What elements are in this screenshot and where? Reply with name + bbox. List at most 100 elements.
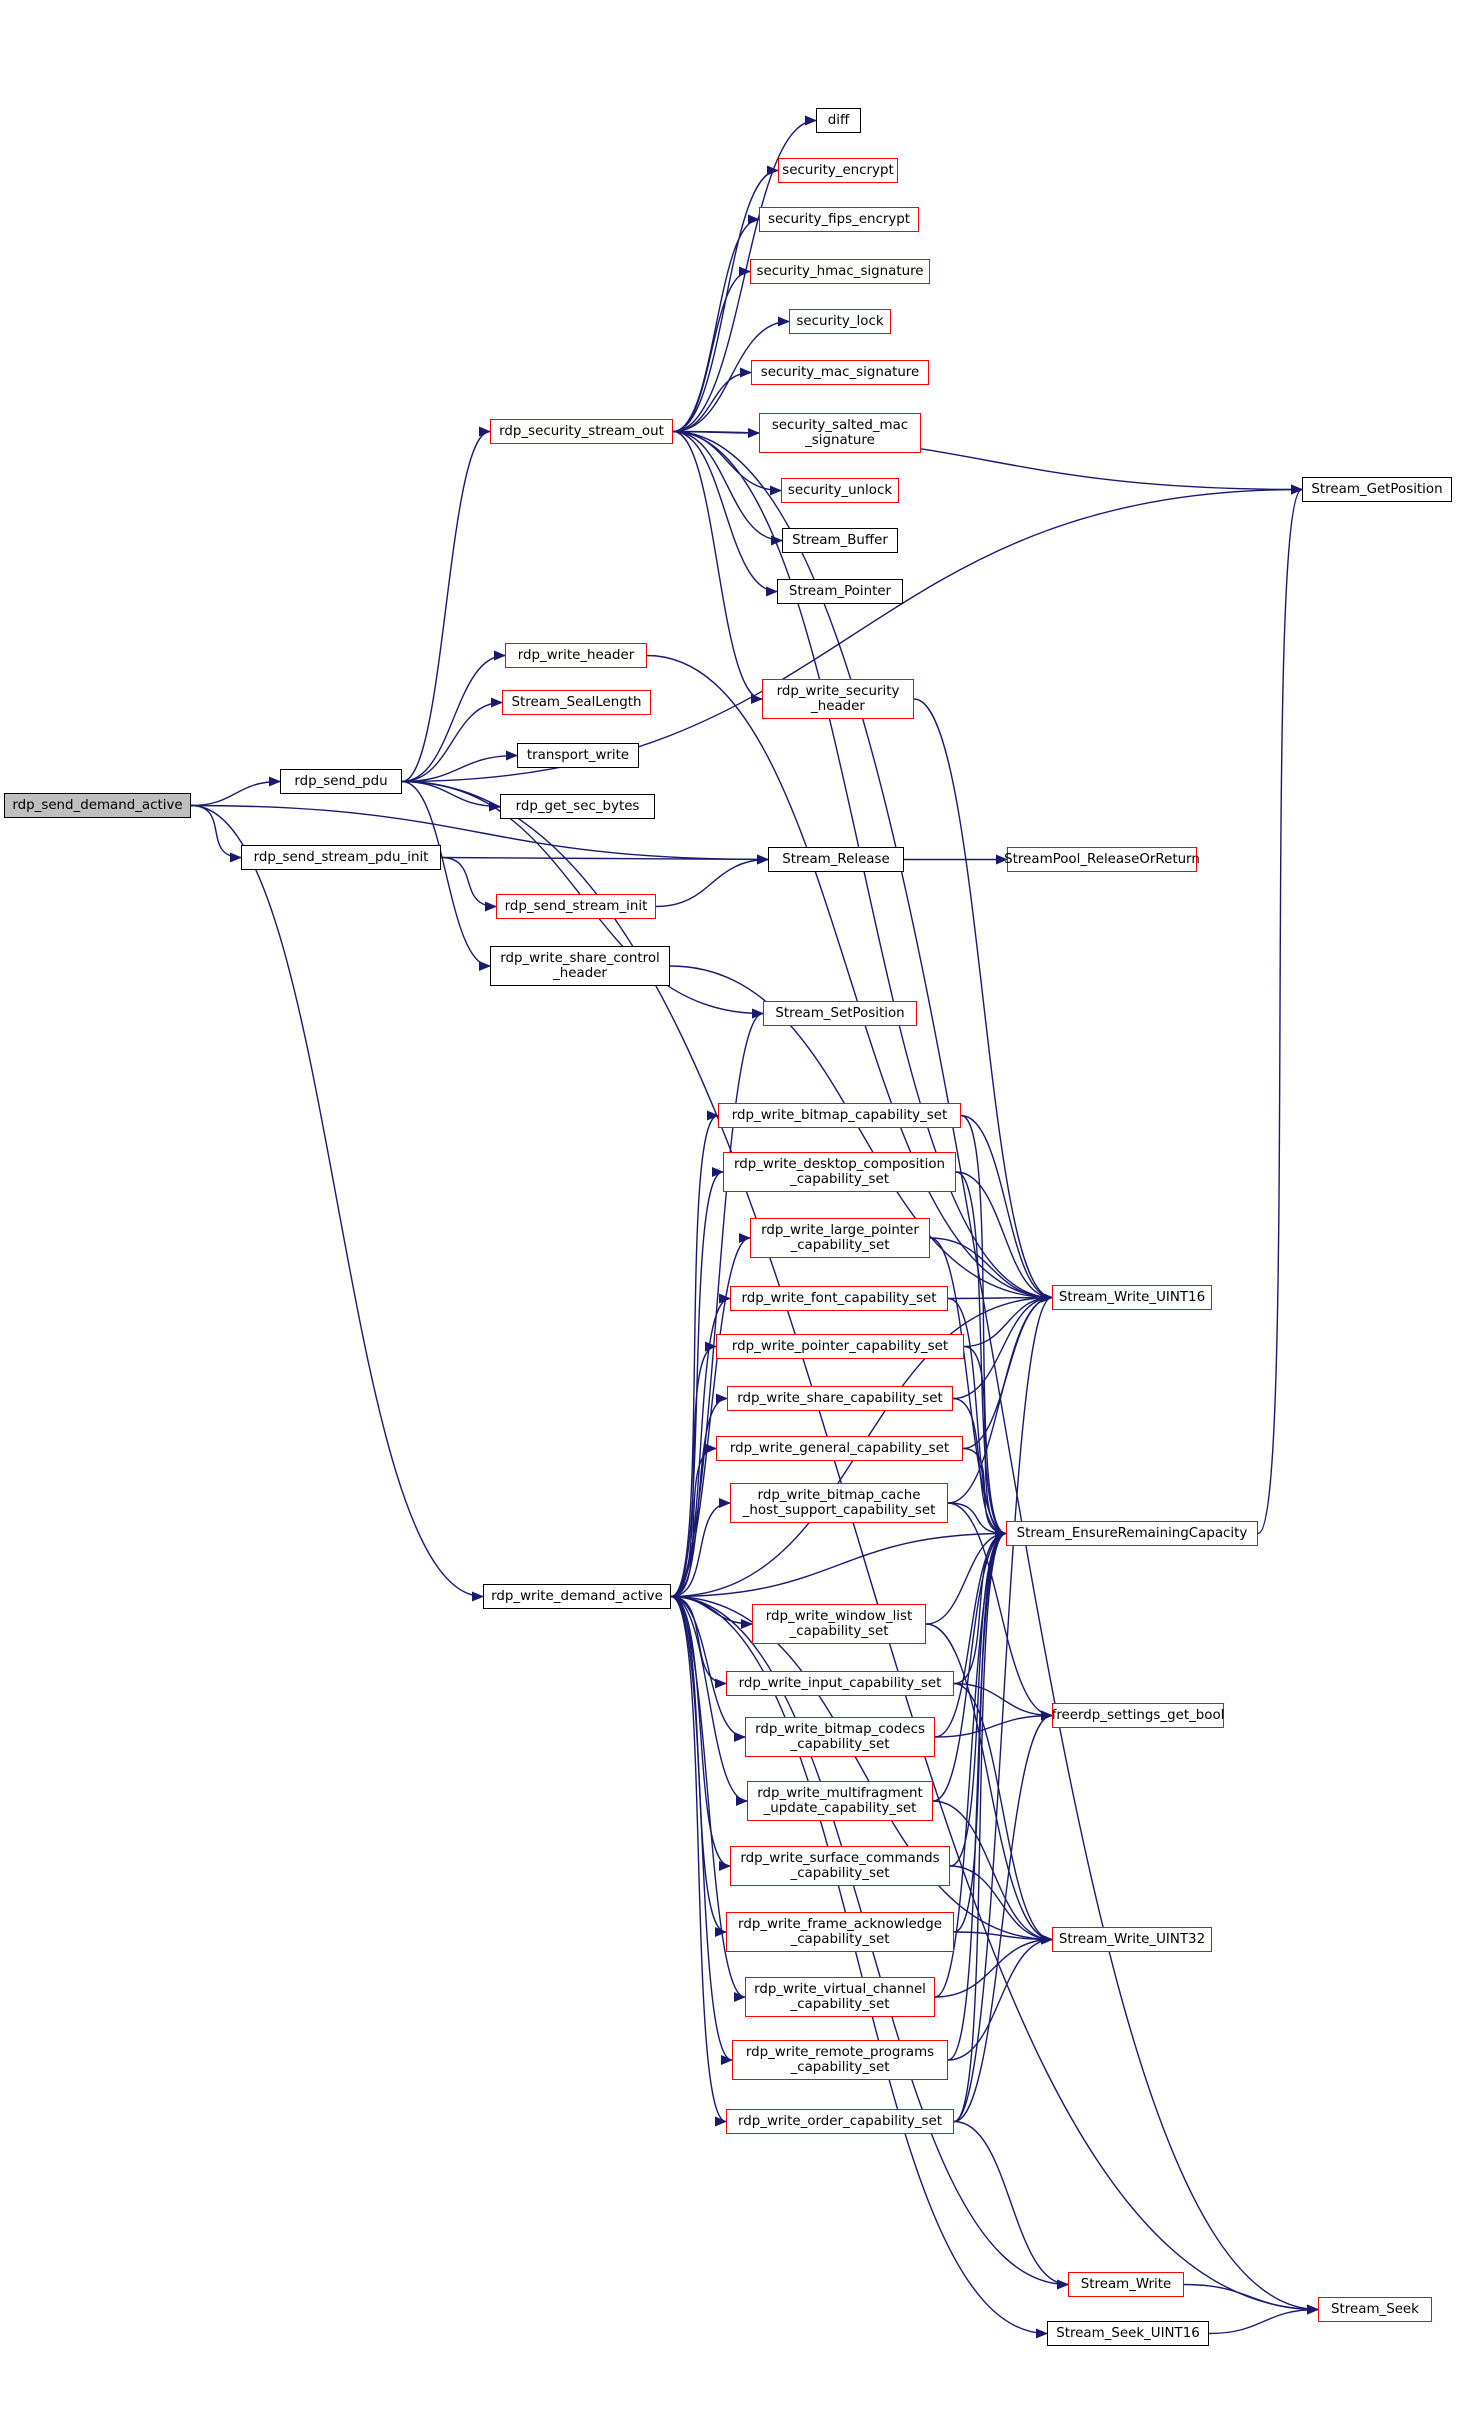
edge (1183, 2283, 1319, 2315)
edge (190, 776, 281, 807)
node-rdp-write-header[interactable]: rdp_write_header (505, 643, 647, 668)
node-security-salted-mac-signature[interactable]: security_salted_mac _signature (759, 413, 921, 453)
node-stream-release[interactable]: Stream_Release (768, 847, 904, 872)
node-rdp-write-general-capability-set[interactable]: rdp_write_general_capability_set (716, 1436, 963, 1461)
node-stream-ensureremainingcapacity[interactable]: Stream_EnsureRemainingCapacity (1006, 1521, 1258, 1546)
node-rdp-write-share-control-header[interactable]: rdp_write_share_control _header (490, 946, 670, 986)
edge (955, 1171, 1053, 1303)
edge (934, 1528, 1007, 1998)
edge (401, 650, 506, 783)
node-rdp-write-large-pointer-capability-set[interactable]: rdp_write_large_pointer _capability_set (750, 1218, 930, 1258)
node-rdp-write-pointer-capability-set[interactable]: rdp_write_pointer_capability_set (716, 1334, 964, 1359)
edge (960, 1114, 1007, 1539)
edge (401, 780, 1319, 2315)
node-stream-write-uint16[interactable]: Stream_Write_UINT16 (1052, 1285, 1212, 1310)
edge (952, 1397, 1007, 1539)
edge (670, 1110, 719, 1598)
node-stream-write-uint32[interactable]: Stream_Write_UINT32 (1052, 1927, 1212, 1952)
node-rdp-write-frame-acknowledge-capability-set[interactable]: rdp_write_frame_acknowledge _capability_… (726, 1912, 954, 1952)
node-rdp-write-desktop-composition-capability-set[interactable]: rdp_write_desktop_composition _capabilit… (723, 1152, 956, 1192)
edge (947, 1292, 1053, 1303)
node-rdp-write-demand-active[interactable]: rdp_write_demand_active (483, 1584, 671, 1609)
edge (670, 1595, 748, 1806)
edge (670, 1167, 724, 1598)
edge (672, 430, 763, 704)
node-transport-write[interactable]: transport_write (517, 743, 639, 768)
node-freerdp-settings-get-bool[interactable]: freerdp_settings_get_bool (1052, 1703, 1224, 1728)
node-rdp-send-demand-active[interactable]: rdp_send_demand_active (4, 793, 191, 818)
edge (947, 1934, 1053, 2061)
edge (949, 1865, 1053, 1945)
edge (953, 1292, 1053, 2123)
edge (190, 804, 484, 1602)
node-rdp-write-multifragment-update-capability-set[interactable]: rdp_write_multifragment _update_capabili… (747, 1781, 933, 1821)
node-rdp-write-bitmap-codecs-capability-set[interactable]: rdp_write_bitmap_codecs _capability_set (745, 1717, 935, 1757)
edge (672, 430, 778, 597)
node-stream-buffer[interactable]: Stream_Buffer (782, 528, 898, 553)
node-rdp-write-surface-commands-capability-set[interactable]: rdp_write_surface_commands _capability_s… (730, 1846, 950, 1886)
edge (934, 1710, 1053, 1738)
node-stream-pointer[interactable]: Stream_Pointer (777, 579, 903, 604)
edge (670, 1595, 1053, 1945)
edge (670, 1341, 717, 1598)
edge (960, 1114, 1053, 1303)
edge (670, 1498, 731, 1598)
node-security-lock[interactable]: security_lock (789, 309, 891, 334)
node-rdp-write-order-capability-set[interactable]: rdp_write_order_capability_set (726, 2109, 954, 2134)
node-stream-seek-uint16[interactable]: Stream_Seek_UINT16 (1047, 2321, 1209, 2346)
edge (963, 1345, 1007, 1539)
edge (963, 1292, 1053, 1348)
node-diff[interactable]: diff (816, 108, 861, 133)
edge (190, 804, 769, 865)
node-rdp-security-stream-out[interactable]: rdp_security_stream_out (490, 419, 673, 444)
edge (401, 780, 491, 971)
node-rdp-write-bitmap-capability-set[interactable]: rdp_write_bitmap_capability_set (718, 1103, 961, 1128)
edge (670, 1595, 1048, 2339)
node-rdp-write-bitmap-cache-host-support-capability-set[interactable]: rdp_write_bitmap_cache _host_support_cap… (730, 1483, 948, 1523)
node-rdp-write-input-capability-set[interactable]: rdp_write_input_capability_set (726, 1671, 954, 1696)
edge (949, 1528, 1007, 1867)
edge (672, 214, 760, 433)
node-rdp-write-share-capability-set[interactable]: rdp_write_share_capability_set (727, 1386, 953, 1411)
edge (953, 2120, 1069, 2290)
edge (670, 1528, 1007, 1598)
edge (934, 1528, 1007, 1738)
node-rdp-get-sec-bytes[interactable]: rdp_get_sec_bytes (500, 794, 655, 819)
edge (646, 654, 1053, 1303)
node-streampool-releaseorreturn[interactable]: StreamPool_ReleaseOrReturn (1004, 847, 1200, 872)
node-rdp-write-font-capability-set[interactable]: rdp_write_font_capability_set (730, 1286, 948, 1311)
edge (962, 1447, 1007, 1539)
edge (401, 426, 491, 783)
edge (947, 1528, 1007, 2061)
edge (953, 1528, 1007, 2123)
edge (672, 367, 752, 433)
node-rdp-send-stream-pdu-init[interactable]: rdp_send_stream_pdu_init (241, 845, 441, 870)
node-security-mac-signature[interactable]: security_mac_signature (751, 360, 929, 385)
node-stream-setposition[interactable]: Stream_SetPosition (763, 1001, 917, 1026)
node-stream-getposition[interactable]: Stream_GetPosition (1302, 477, 1452, 502)
edge (440, 856, 497, 912)
edge (932, 1528, 1007, 1802)
node-rdp-send-stream-init[interactable]: rdp_send_stream_init (496, 894, 656, 919)
node-rdp-write-remote-programs-capability-set[interactable]: rdp_write_remote_programs _capability_se… (732, 2040, 948, 2080)
edge (401, 750, 518, 783)
node-stream-seallength[interactable]: Stream_SealLength (502, 690, 651, 715)
node-security-encrypt[interactable]: security_encrypt (778, 158, 898, 183)
edge (655, 854, 769, 908)
node-rdp-write-virtual-channel-capability-set[interactable]: rdp_write_virtual_channel _capability_se… (745, 1977, 935, 2017)
node-rdp-write-window-list-capability-set[interactable]: rdp_write_window_list _capability_set (752, 1604, 926, 1644)
edge (440, 854, 769, 865)
node-rdp-write-security-header[interactable]: rdp_write_security _header (762, 679, 914, 719)
edge (913, 698, 1053, 1303)
edge (947, 1292, 1053, 1504)
node-stream-seek[interactable]: Stream_Seek (1318, 2297, 1432, 2322)
node-stream-write[interactable]: Stream_Write (1068, 2272, 1184, 2297)
node-security-fips-encrypt[interactable]: security_fips_encrypt (759, 207, 919, 232)
node-security-unlock[interactable]: security_unlock (781, 478, 899, 503)
edge (953, 1710, 1053, 2123)
node-rdp-send-pdu[interactable]: rdp_send_pdu (280, 769, 402, 794)
edge (401, 697, 503, 783)
node-security-hmac-signature[interactable]: security_hmac_signature (750, 259, 930, 284)
edge (955, 1171, 1007, 1539)
